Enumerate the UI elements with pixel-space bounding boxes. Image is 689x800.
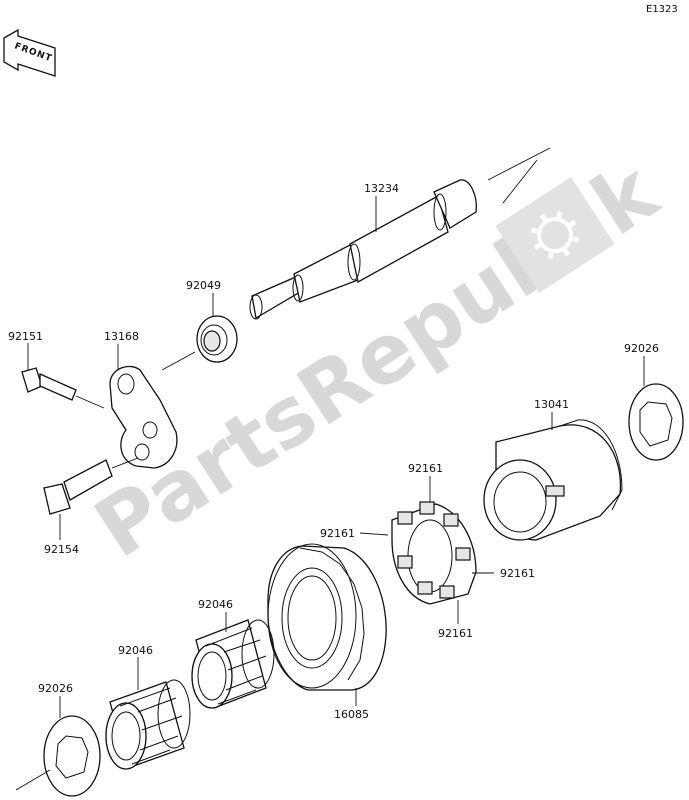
bolt-92151 — [21, 343, 105, 409]
label-92026-bottom: 92026 — [38, 682, 73, 695]
diagram-code: E1323 — [646, 4, 678, 15]
needle-bearing-92046-upper — [191, 612, 275, 709]
shaft-13234 — [249, 179, 477, 320]
cage-92161 — [359, 476, 494, 624]
label-92049: 92049 — [186, 279, 221, 292]
bracket-13168 — [109, 344, 178, 469]
label-92026-top: 92026 — [624, 342, 659, 355]
label-92046-upper: 92046 — [198, 598, 233, 611]
label-13234: 13234 — [364, 182, 399, 195]
label-16085: 16085 — [334, 708, 369, 721]
label-92151: 92151 — [8, 330, 43, 343]
front-arrow-icon: FRONT — [3, 28, 56, 77]
label-92154: 92154 — [44, 543, 79, 556]
housing-13041 — [483, 412, 623, 541]
washer-92026-bottom — [15, 696, 101, 797]
label-92161-right: 92161 — [500, 567, 535, 580]
watermark-gear-icon — [495, 176, 615, 294]
needle-bearing-92046-lower — [105, 657, 191, 770]
label-92046-lower: 92046 — [118, 644, 153, 657]
label-92161-bottom: 92161 — [438, 627, 473, 640]
washer-92026-top — [628, 356, 684, 461]
label-13041: 13041 — [534, 398, 569, 411]
gear-16085 — [267, 543, 387, 706]
label-92161-left: 92161 — [320, 527, 355, 540]
bolt-92154 — [43, 457, 139, 540]
label-13168: 13168 — [104, 330, 139, 343]
bearing-92049 — [161, 293, 238, 371]
label-92161-top: 92161 — [408, 462, 443, 475]
